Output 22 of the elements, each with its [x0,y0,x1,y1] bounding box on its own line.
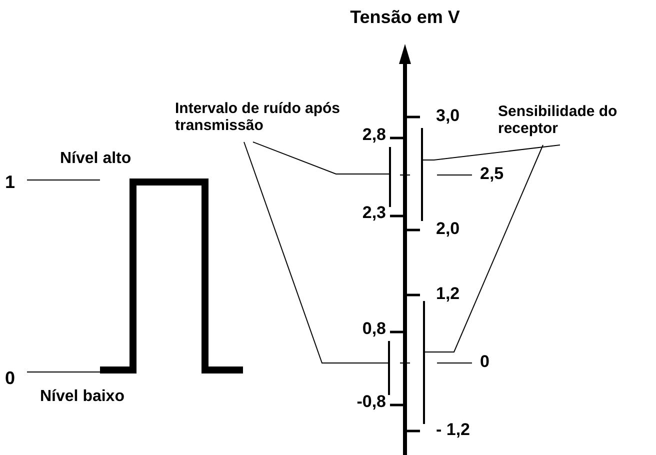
leader-line [424,144,544,352]
tick-label: 1,2 [436,285,460,303]
level-label: Nível baixo [40,388,124,406]
annotation-text: Intervalo de ruído após transmissão [175,100,345,138]
leader-line [244,142,388,364]
tick-label: 2,3 [362,204,386,222]
tick-label: 2,0 [436,220,460,238]
annotation-text: Sensibilidade do receptor [498,103,643,141]
axis-title: Tensão em V [350,8,460,26]
tick-label: 0 [480,353,490,371]
tick-label: 2,8 [362,126,386,144]
square-wave-drawing [100,178,243,374]
level-label: Nível alto [60,150,132,168]
leader-line [422,144,560,160]
tick-label: 2,5 [480,165,504,183]
leader-line [252,142,390,174]
level-value: 0 [5,368,19,388]
tick-label: - 1,2 [436,421,470,439]
tick-label: -0,8 [356,393,386,411]
tick-label: 0,8 [362,320,386,338]
tick-label: 3,0 [436,107,460,125]
level-value: 1 [5,172,19,192]
